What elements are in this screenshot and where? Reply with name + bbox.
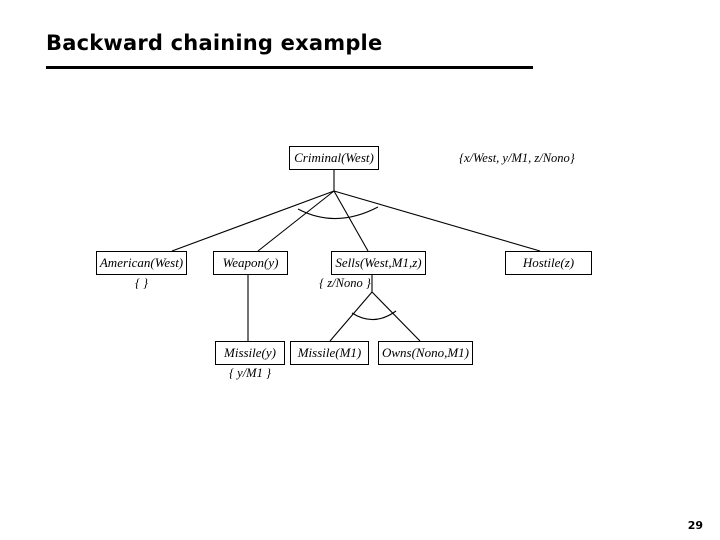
node-criminal-west[interactable]: Criminal(West) [289,146,379,170]
node-weapon-y[interactable]: Weapon(y) [213,251,288,275]
node-hostile-z[interactable]: Hostile(z) [505,251,592,275]
edge-criminal-american [171,190,335,252]
node-owns-nono-m1[interactable]: Owns(Nono,M1) [378,341,473,365]
binding-missile-y: { y/M1 } [229,366,271,380]
title-divider [46,66,533,69]
edge-criminal-weapon [257,190,335,252]
edge-criminal-sells [333,190,369,252]
node-missile-m1[interactable]: Missile(M1) [290,341,369,365]
binding-american-west: { } [134,276,149,290]
edge-sells-missilem1 [329,291,373,342]
and-arc-criminal [297,206,379,220]
and-arc-sells [351,310,397,321]
page-number: 29 [687,519,703,532]
node-sells-west-m1-z[interactable]: Sells(West,M1,z) [331,251,426,275]
root-substitution-label: {x/West, y/M1, z/Nono} [459,151,575,165]
page-title: Backward chaining example [46,31,383,55]
edge-sells-owns [371,291,421,342]
node-missile-y[interactable]: Missile(y) [215,341,285,365]
edge-criminal-hostile [333,190,541,252]
binding-sells-west-m1-z: { z/Nono } [319,276,371,290]
node-american-west[interactable]: American(West) [96,251,187,275]
